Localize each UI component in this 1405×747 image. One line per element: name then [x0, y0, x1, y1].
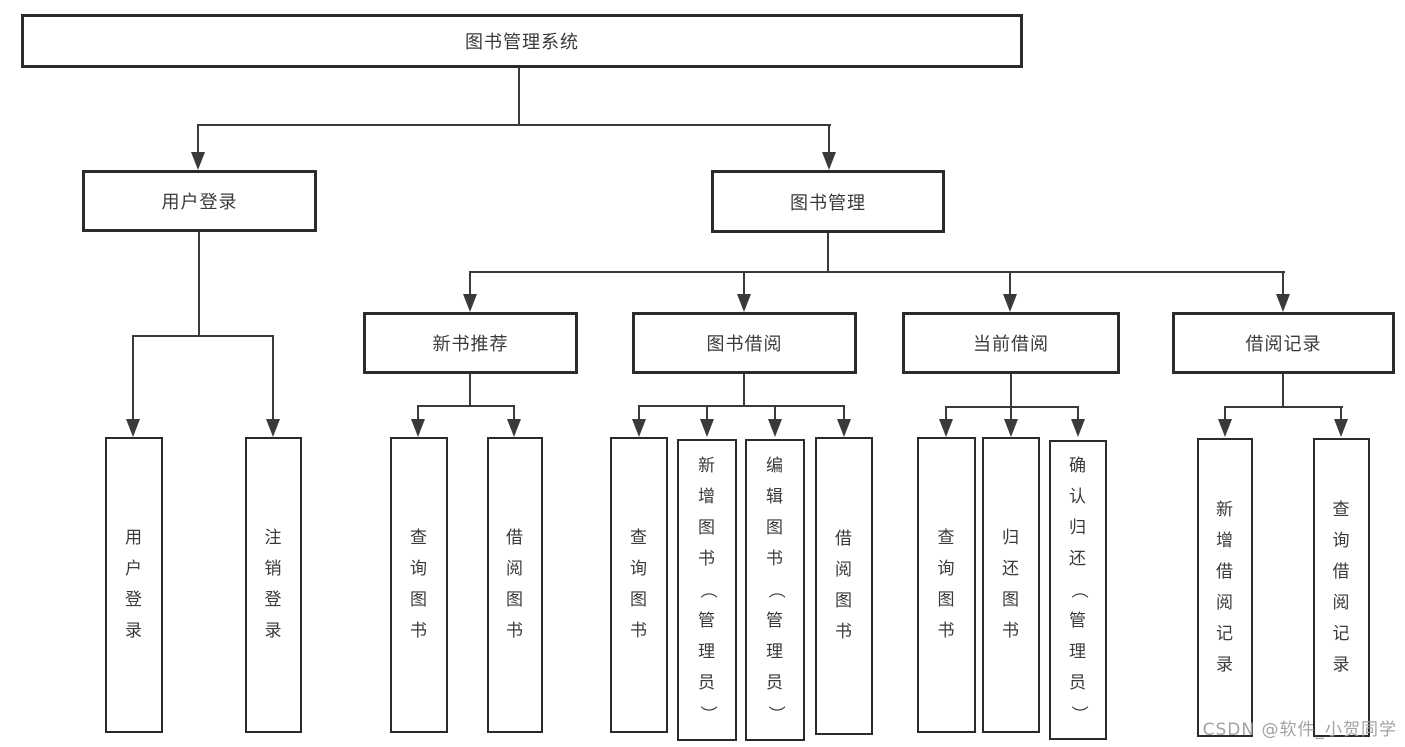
- leaf-borrow-books-2: 借阅图书: [815, 437, 873, 735]
- leaf-borrow-books-1: 借阅图书: [487, 437, 543, 733]
- connector: [197, 124, 831, 126]
- node-library-system-label: 图书管理系统: [465, 32, 579, 53]
- connector: [1010, 406, 1012, 423]
- leaf-return-books: 归还图书: [982, 437, 1040, 733]
- arrow-down-icon: [266, 419, 280, 437]
- connector: [1340, 406, 1342, 423]
- connector: [827, 233, 829, 273]
- arrow-down-icon: [1276, 294, 1290, 312]
- leaf-query-books-3: 查询图书: [917, 437, 976, 733]
- node-current-borrow-label: 当前借阅: [973, 334, 1049, 355]
- arrow-down-icon: [939, 419, 953, 437]
- arrow-down-icon: [700, 419, 714, 437]
- leaf-query-books-1: 查询图书: [390, 437, 448, 733]
- leaf-add-borrow-record-label: 新增借阅记录: [1216, 499, 1234, 675]
- connector: [1077, 406, 1079, 423]
- arrow-down-icon: [1004, 419, 1018, 437]
- connector: [945, 406, 1079, 408]
- leaf-edit-books-admin: 编辑图书（管理员）: [745, 439, 805, 741]
- connector: [945, 406, 947, 423]
- arrow-down-icon: [126, 419, 140, 437]
- connector: [513, 405, 515, 423]
- leaf-borrow-books-1-label: 借阅图书: [506, 528, 524, 641]
- connector: [843, 405, 845, 423]
- connector: [828, 124, 830, 156]
- leaf-add-books-admin-label: 新增图书（管理员）: [697, 455, 718, 724]
- connector: [1009, 271, 1011, 297]
- arrow-down-icon: [768, 419, 782, 437]
- node-new-book-recommend: 新书推荐: [363, 312, 578, 374]
- node-user-login: 用户登录: [82, 170, 317, 232]
- node-book-management-label: 图书管理: [790, 192, 866, 214]
- leaf-query-borrow-record: 查询借阅记录: [1313, 438, 1370, 737]
- arrow-down-icon: [1334, 419, 1348, 437]
- leaf-return-books-label: 归还图书: [1002, 528, 1020, 641]
- arrow-down-icon: [191, 152, 205, 170]
- node-current-borrow: 当前借阅: [902, 312, 1120, 374]
- arrow-down-icon: [1071, 419, 1085, 437]
- leaf-logout: 注销登录: [245, 437, 302, 733]
- leaf-confirm-return-admin-label: 确认归还（管理员）: [1068, 455, 1089, 724]
- node-book-management: 图书管理: [711, 170, 945, 233]
- node-borrow-records: 借阅记录: [1172, 312, 1395, 374]
- connector: [743, 374, 745, 407]
- leaf-add-books-admin: 新增图书（管理员）: [677, 439, 737, 741]
- leaf-confirm-return-admin: 确认归还（管理员）: [1049, 440, 1107, 740]
- node-new-book-recommend-label: 新书推荐: [432, 334, 509, 355]
- connector: [1010, 374, 1012, 408]
- node-library-system: 图书管理系统: [21, 14, 1023, 68]
- leaf-query-books-2: 查询图书: [610, 437, 668, 733]
- connector: [132, 335, 274, 337]
- arrow-down-icon: [1218, 419, 1232, 437]
- arrow-down-icon: [411, 419, 425, 437]
- leaf-user-login-label: 用户登录: [125, 528, 143, 641]
- connector: [638, 405, 845, 407]
- arrow-down-icon: [632, 419, 646, 437]
- connector: [132, 335, 134, 423]
- connector: [417, 405, 419, 423]
- connector: [469, 374, 471, 407]
- connector: [469, 271, 471, 297]
- leaf-query-books-1-label: 查询图书: [410, 528, 428, 641]
- connector: [197, 124, 199, 156]
- connector: [638, 405, 640, 423]
- arrow-down-icon: [837, 419, 851, 437]
- connector: [706, 405, 708, 423]
- node-user-login-label: 用户登录: [161, 192, 238, 213]
- node-book-borrow-label: 图书借阅: [706, 334, 783, 355]
- leaf-logout-label: 注销登录: [264, 528, 283, 641]
- leaf-query-borrow-record-label: 查询借阅记录: [1332, 499, 1351, 675]
- connector: [518, 68, 520, 126]
- arrow-down-icon: [463, 294, 477, 312]
- node-book-borrow: 图书借阅: [632, 312, 857, 374]
- connector: [272, 335, 274, 423]
- connector: [198, 232, 200, 337]
- leaf-add-borrow-record: 新增借阅记录: [1197, 438, 1253, 737]
- connector: [417, 405, 515, 407]
- arrow-down-icon: [507, 419, 521, 437]
- connector: [1224, 406, 1226, 423]
- connector: [469, 271, 1285, 273]
- connector: [1224, 406, 1343, 408]
- leaf-query-books-3-label: 查询图书: [937, 528, 956, 641]
- arrow-down-icon: [737, 294, 751, 312]
- connector: [774, 405, 776, 423]
- connector: [743, 271, 745, 297]
- node-borrow-records-label: 借阅记录: [1245, 334, 1322, 355]
- leaf-edit-books-admin-label: 编辑图书（管理员）: [765, 455, 786, 724]
- arrow-down-icon: [822, 152, 836, 170]
- arrow-down-icon: [1003, 294, 1017, 312]
- connector: [1282, 271, 1284, 297]
- leaf-user-login: 用户登录: [105, 437, 163, 733]
- csdn-watermark: CSDN @软件_小贺同学: [1202, 720, 1397, 740]
- leaf-borrow-books-2-label: 借阅图书: [835, 529, 853, 642]
- connector: [1282, 374, 1284, 408]
- leaf-query-books-2-label: 查询图书: [630, 528, 648, 641]
